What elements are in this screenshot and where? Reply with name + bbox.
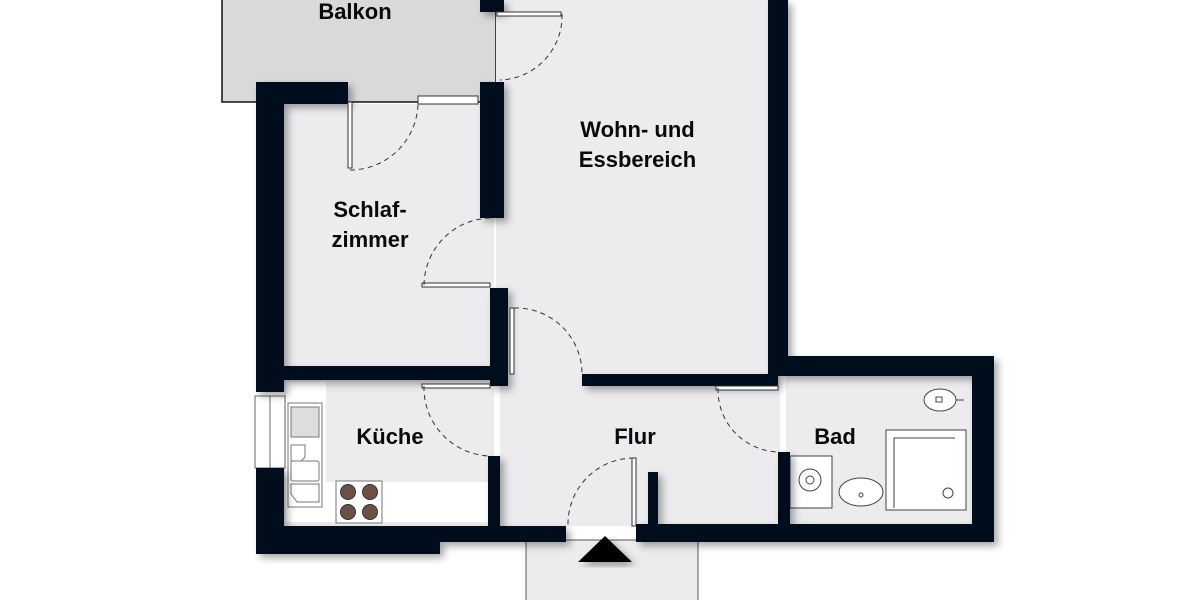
door-kitchen: [421, 383, 491, 389]
toilet-icon: [923, 388, 957, 412]
kitchen-sink-icon: [287, 402, 323, 508]
room-label-schlafzimmer: Schlaf- zimmer: [331, 197, 409, 252]
room-label-kueche: Küche: [356, 424, 424, 449]
door-living: [509, 307, 515, 375]
room-label-balkon: Balkon: [318, 0, 392, 24]
washbasin-icon: [838, 477, 884, 507]
doors: [347, 11, 781, 527]
walls: [256, 0, 994, 554]
door-balcony-living: [496, 11, 562, 17]
door-balcony-bedroom: [347, 101, 353, 169]
hob-icon: [335, 480, 383, 524]
door-entrance: [631, 457, 637, 527]
bath-fixtures: [789, 388, 967, 511]
room-label-flur: Flur: [614, 424, 656, 449]
door-bath: [715, 385, 779, 391]
entrance-arrow-icon: [578, 536, 632, 562]
hall-floor: [500, 300, 780, 526]
room-label-wohn-und-essbereich: Wohn- und Essbereich: [578, 117, 697, 172]
shower-tray-icon: [885, 429, 967, 511]
room-label-bad: Bad: [814, 424, 856, 449]
bedroom-floor: [284, 104, 494, 368]
door-bedroom: [421, 282, 491, 288]
